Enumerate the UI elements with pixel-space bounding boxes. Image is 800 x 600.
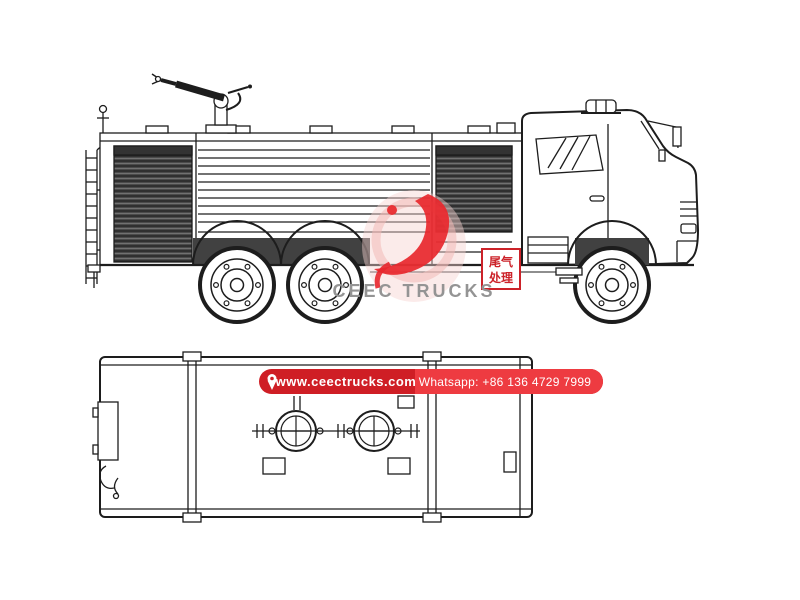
cab bbox=[521, 99, 700, 267]
rear-ladder bbox=[85, 144, 111, 284]
plan-rear-bracket bbox=[92, 401, 120, 500]
plan-hatch-3 bbox=[503, 451, 517, 473]
brand-text: CEEC TRUCKS bbox=[332, 281, 495, 301]
promo-banner: www.ceectrucks.com Whatsapp: +86 136 472… bbox=[259, 369, 603, 394]
exhaust-treatment-label: 尾气 处理 bbox=[481, 248, 521, 290]
cab-step-upper bbox=[555, 267, 583, 276]
brand-logo-dot bbox=[387, 205, 397, 215]
map-pin-icon bbox=[267, 374, 277, 390]
watermark-ring bbox=[371, 197, 457, 283]
top-view bbox=[92, 351, 533, 523]
top-hatch-front bbox=[496, 122, 516, 134]
front-wheel bbox=[573, 246, 651, 324]
watermark: CEEC TRUCKS bbox=[332, 190, 495, 302]
side-mirror bbox=[647, 120, 682, 162]
water-monitor bbox=[151, 73, 252, 134]
roller-shutter-left bbox=[113, 145, 193, 263]
beacon-light bbox=[581, 99, 621, 114]
rear-fender-arc-1 bbox=[192, 220, 282, 266]
cab-window bbox=[535, 134, 604, 175]
rear-fender-arc-2 bbox=[280, 220, 370, 266]
exhaust-label-line1: 尾气 bbox=[489, 254, 513, 269]
chassis-equipment-box bbox=[527, 236, 569, 264]
exhaust-label-line2: 处理 bbox=[488, 270, 513, 285]
banner-right-cap bbox=[566, 369, 603, 394]
rear-wheel-1 bbox=[198, 246, 276, 324]
rear-pipe bbox=[97, 104, 109, 133]
website-text: www.ceectrucks.com bbox=[275, 374, 417, 389]
plan-hatch-1 bbox=[262, 457, 286, 475]
rear-mudflap bbox=[87, 264, 101, 273]
banner-right-segment bbox=[415, 369, 579, 394]
headlight bbox=[680, 223, 697, 234]
brand-logo-icon bbox=[374, 194, 450, 275]
front-fender-arc bbox=[567, 220, 657, 266]
door-handle bbox=[589, 195, 605, 202]
whatsapp-text: Whatsapp: +86 136 4729 7999 bbox=[419, 375, 592, 389]
front-grille bbox=[676, 201, 698, 262]
brand-logo-tail bbox=[374, 261, 392, 289]
plan-hatch-2 bbox=[387, 457, 411, 475]
cab-step-lower bbox=[559, 277, 579, 284]
